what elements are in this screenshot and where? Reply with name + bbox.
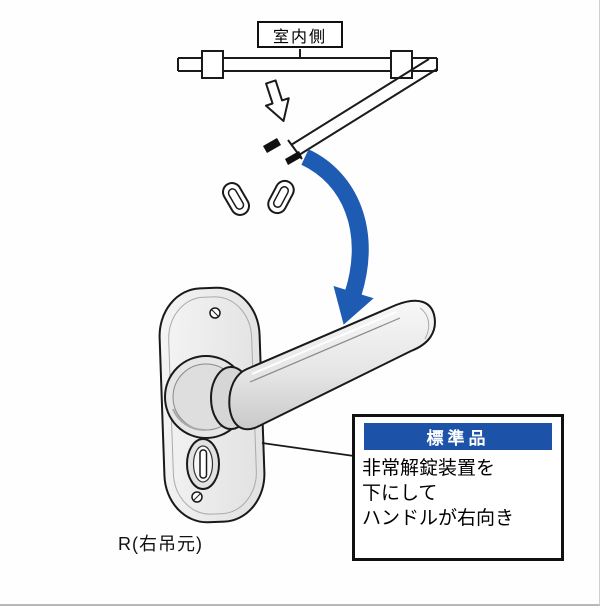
lever-highlight [251, 311, 397, 375]
callout-note: 非常解錠装置を 下にして ハンドルが右向き [355, 453, 561, 531]
lever-tip-shading [419, 307, 430, 340]
fastener-ring-right [267, 179, 295, 215]
lever-handle-assembly [158, 286, 436, 524]
orientation-label: R(右吊元) [118, 534, 203, 554]
screw-bottom [191, 491, 203, 503]
fastener-ring-left [222, 182, 250, 216]
standard-spec-callout: 標準品 非常解錠装置を 下にして ハンドルが右向き [352, 414, 564, 561]
spindle-clip-left [263, 138, 281, 153]
block-arrow-shape [264, 79, 290, 122]
callout-note-line-3: ハンドルが右向き [362, 508, 515, 530]
curved-blue-arrow-icon [301, 149, 374, 325]
emergency-unlock-device [186, 438, 220, 490]
rod-right-block [390, 50, 413, 79]
indoor-side-label-box: 室内側 [257, 21, 343, 48]
lever-chamfer-line [249, 317, 401, 383]
tilted-rod-bottom-line [298, 68, 438, 156]
callout-note-line-1: 非常解錠装置を [362, 458, 496, 479]
emergency-unlock-slot [199, 449, 208, 479]
rose-boss-shading [172, 408, 206, 432]
tilted-spindle [263, 58, 438, 165]
ring-inner [227, 188, 245, 210]
callout-note-line-2: 下にして [362, 483, 438, 505]
spindle-clip-right [285, 151, 302, 165]
tilted-rod-top-line [290, 58, 430, 146]
block-down-arrow-icon [264, 79, 290, 122]
lever-arm [228, 299, 436, 431]
rod-left-block [201, 50, 224, 79]
curved-arrow-head [333, 285, 374, 325]
callout-leader-line [261, 442, 355, 457]
standard-product-badge: 標準品 [364, 423, 552, 450]
curved-arrow-shaft [301, 149, 369, 297]
indoor-side-label: 室内側 [272, 28, 327, 46]
spindle-rod [177, 49, 438, 79]
ring-inner [272, 186, 290, 208]
screw-top [209, 307, 221, 319]
